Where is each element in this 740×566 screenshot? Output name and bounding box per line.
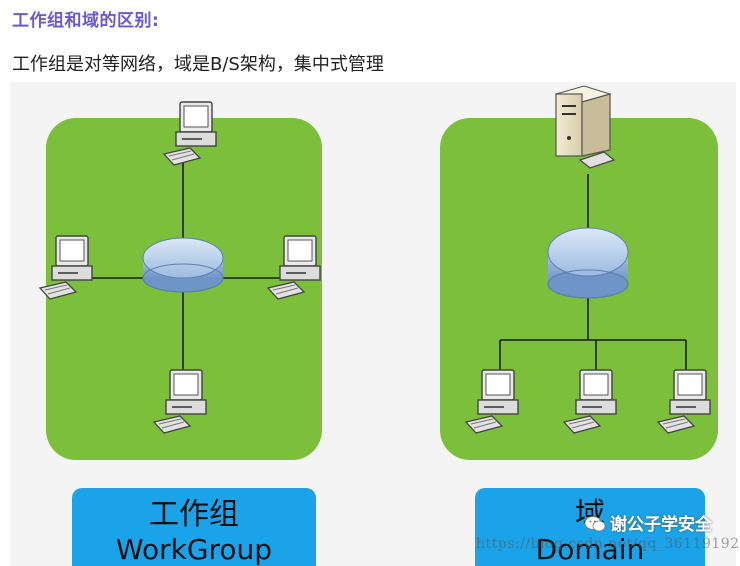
domain-hub-icon	[547, 227, 629, 299]
network-diagram: 工作组 WorkGroup 域 Domain	[10, 82, 736, 566]
domain-label-en: Domain	[535, 533, 645, 566]
domain-controller-server-icon	[554, 85, 616, 169]
url-watermark: https://blog.csdn.net/qq_36119192	[476, 536, 740, 552]
workgroup-hub-icon	[142, 237, 224, 293]
wechat-icon	[584, 516, 606, 532]
workgroup-label-cn: 工作组	[149, 497, 239, 532]
description-text: 工作组是对等网络，域是B/S架构，集中式管理	[12, 54, 384, 75]
account-watermark: 谢公子学安全	[584, 510, 712, 535]
domain-label-box: 域 Domain	[475, 488, 705, 566]
account-name: 谢公子学安全	[610, 515, 712, 535]
workgroup-label-en: WorkGroup	[115, 533, 273, 566]
section-heading: 工作组和域的区别:	[12, 11, 160, 31]
workgroup-label-box: 工作组 WorkGroup	[72, 488, 316, 566]
